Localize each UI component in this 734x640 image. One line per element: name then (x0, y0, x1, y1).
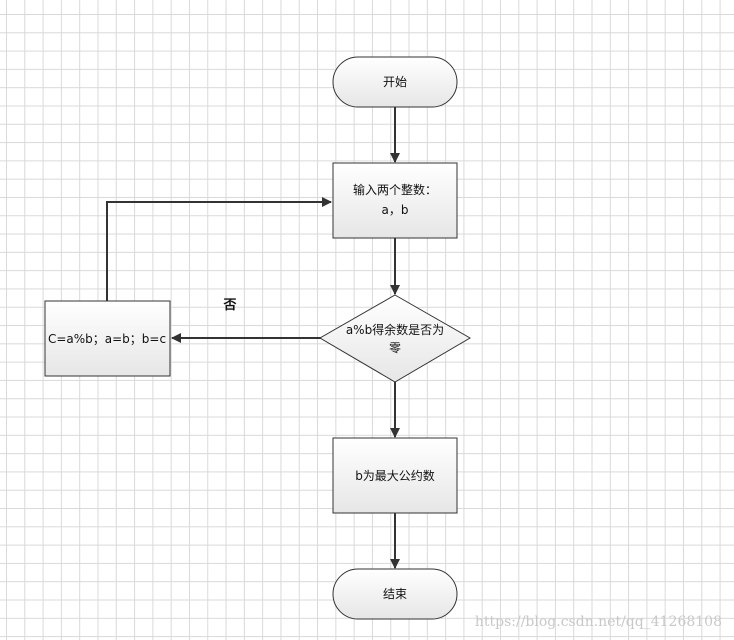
update-node: C=a%b；a=b；b=c (44, 300, 171, 377)
arrow-update-to-input (106, 197, 332, 301)
watermark: https://blog.csdn.net/qq_41268108 (475, 614, 722, 630)
update-label: C=a%b；a=b；b=c (48, 332, 166, 346)
decision-label-line1: a%b得余数是否为 (346, 322, 444, 337)
input-node: 输入两个整数： a，b (332, 162, 458, 239)
decision-node: a%b得余数是否为 零 (319, 294, 471, 383)
input-label-line2: a，b (382, 203, 409, 217)
input-label-line1: 输入两个整数： (353, 182, 437, 197)
end-label: 结束 (383, 587, 407, 601)
decision-label-line2: 零 (389, 341, 401, 355)
edge-label-no: 否 (222, 298, 236, 313)
start-node: 开始 (332, 56, 458, 108)
result-node: b为最大公约数 (332, 437, 458, 514)
result-label: b为最大公约数 (355, 468, 435, 483)
connectors (106, 107, 400, 569)
start-label: 开始 (383, 75, 407, 89)
end-node: 结束 (332, 568, 458, 620)
